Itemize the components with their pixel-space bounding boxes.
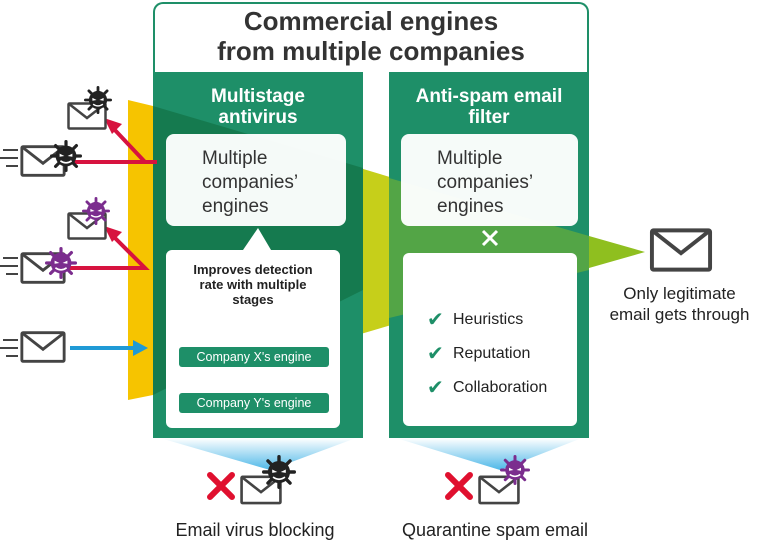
glow-antispam — [396, 438, 582, 470]
check-icon: ✔ — [427, 309, 444, 331]
antivirus-title: Multistage antivirus — [211, 86, 305, 128]
glow-antivirus — [160, 438, 356, 470]
funnel-exit — [589, 236, 645, 268]
caption-quarantine-spam: Quarantine spam email — [401, 520, 589, 540]
check-item: ✔ Heuristics — [427, 309, 524, 331]
header-frame — [153, 2, 589, 72]
check-item: ✔ Collaboration — [427, 377, 548, 399]
rejected-email-2 — [67, 197, 110, 240]
check-icon: ✔ — [427, 377, 444, 399]
funnel-yellow — [128, 100, 153, 400]
incoming-email-3 — [0, 331, 66, 363]
quarantined-spam-email — [445, 455, 530, 505]
incoming-email-2 — [0, 247, 77, 284]
output-label: Only legitimate email gets through — [609, 284, 750, 324]
check-item: ✔ Reputation — [427, 343, 531, 365]
caption-virus-blocking: Email virus blocking — [175, 520, 335, 540]
check-icon: ✔ — [427, 343, 444, 365]
antispam-title: Anti-spam email filter — [415, 86, 563, 128]
blocked-virus-email — [207, 455, 296, 505]
envelope-icon — [649, 228, 713, 272]
antispam-engines-card: Multiple companies’ engines — [401, 134, 578, 226]
rejected-arrow-2 — [60, 234, 150, 270]
incoming-email-1 — [0, 140, 82, 177]
company-y-engine: Company Y's engine — [179, 393, 329, 413]
company-x-engine: Company X's engine — [179, 347, 329, 367]
close-icon — [481, 229, 499, 247]
antispam-checks-card: ✔ Heuristics ✔ Reputation ✔ Collaboratio… — [403, 253, 577, 426]
rejected-email-1 — [67, 86, 112, 130]
antivirus-engines-card: Multiple companies’ engines — [166, 134, 346, 226]
page-title: Commercial engines from multiple compani… — [217, 6, 525, 66]
